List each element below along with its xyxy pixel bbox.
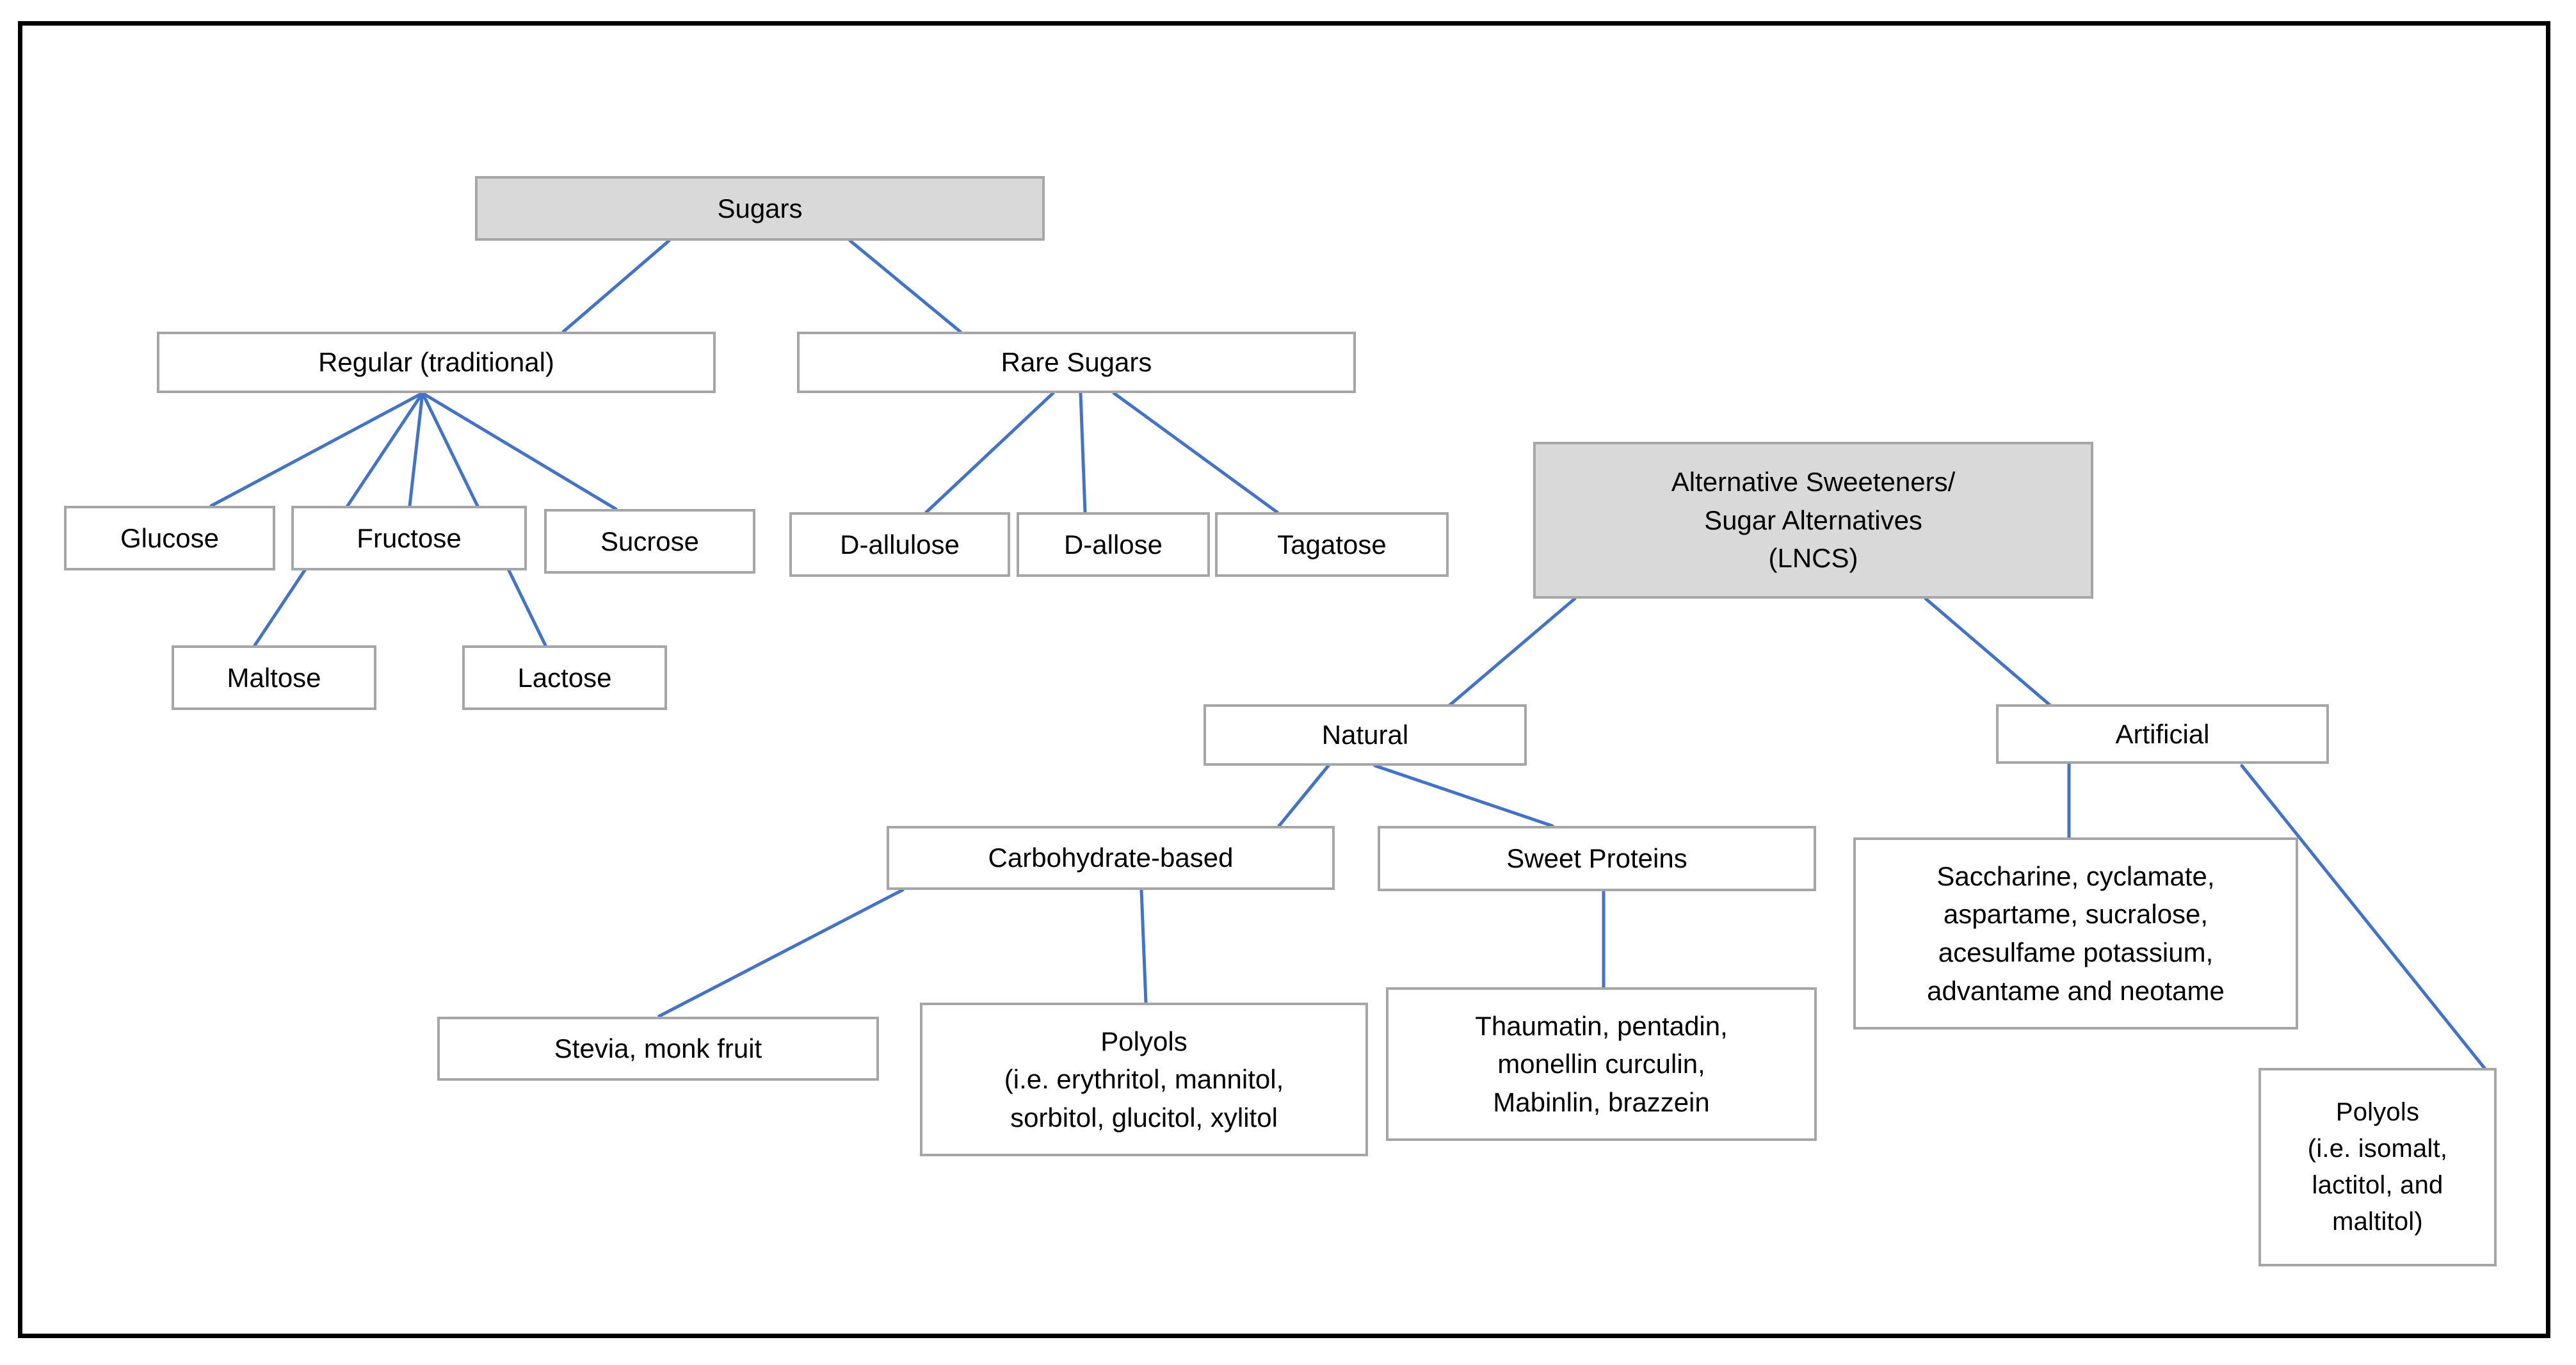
edge-sugars-regular: [561, 239, 671, 334]
node-d-allose-label: D-allose: [1063, 529, 1163, 560]
edge-alt-artificial: [1924, 597, 2070, 722]
node-polyols-artificial-label: Polyols (i.e. isomalt, lactitol, and mal…: [2307, 1098, 2448, 1236]
edge-rare-d-allulose: [924, 391, 1055, 514]
edge-natural-sweet-proteins: [1373, 764, 1554, 828]
edge-regular-sucrose: [421, 391, 618, 511]
node-alternative-sweeteners[interactable]: Alternative Sweeteners/ Sugar Alternativ…: [1533, 442, 2093, 599]
node-stevia-monk-fruit-label: Stevia, monk fruit: [554, 1033, 762, 1064]
node-polyols-artificial[interactable]: Polyols (i.e. isomalt, lactitol, and mal…: [2258, 1068, 2497, 1266]
node-natural-label: Natural: [1321, 720, 1409, 750]
node-regular-traditional[interactable]: Regular (traditional): [157, 332, 716, 393]
node-tagatose[interactable]: Tagatose: [1215, 512, 1449, 577]
node-artificial-list[interactable]: Saccharine, cyclamate, aspartame, sucral…: [1853, 837, 2298, 1030]
node-fructose-label: Fructose: [357, 522, 462, 553]
node-maltose-label: Maltose: [227, 662, 321, 693]
node-polyols-natural-label: Polyols (i.e. erythritol, mannitol, sorb…: [1004, 1026, 1284, 1133]
node-rare-sugars[interactable]: Rare Sugars: [797, 332, 1356, 393]
node-natural[interactable]: Natural: [1203, 704, 1527, 766]
node-sucrose[interactable]: Sucrose: [544, 509, 755, 574]
node-rare-sugars-label: Rare Sugars: [1001, 347, 1152, 378]
edge-carb-polyols: [1139, 888, 1148, 1005]
edge-sugars-rare-sugars: [848, 239, 962, 334]
edge-artificial-polyols: [2240, 764, 2488, 1072]
node-sucrose-label: Sucrose: [600, 526, 700, 556]
node-lactose[interactable]: Lactose: [462, 645, 667, 710]
edge-regular-glucose: [209, 391, 424, 508]
node-stevia-monk-fruit[interactable]: Stevia, monk fruit: [437, 1017, 879, 1081]
node-d-allulose[interactable]: D-allulose: [789, 512, 1010, 577]
node-artificial-list-label: Saccharine, cyclamate, aspartame, sucral…: [1927, 860, 2225, 1006]
node-glucose-label: Glucose: [120, 522, 220, 553]
node-lactose-label: Lactose: [517, 662, 612, 693]
edge-carb-stevia: [657, 888, 905, 1018]
node-sweet-proteins-label: Sweet Proteins: [1506, 843, 1687, 874]
node-sugars-label: Sugars: [717, 193, 803, 223]
node-carbohydrate-based-label: Carbohydrate-based: [988, 843, 1234, 873]
node-glucose[interactable]: Glucose: [64, 506, 275, 570]
node-sugars[interactable]: Sugars: [475, 176, 1045, 241]
node-d-allose[interactable]: D-allose: [1017, 512, 1210, 577]
node-alternative-sweeteners-label: Alternative Sweeteners/ Sugar Alternativ…: [1671, 467, 1956, 574]
edge-natural-carb: [1277, 764, 1330, 828]
node-tagatose-label: Tagatose: [1277, 529, 1387, 560]
node-artificial-label: Artificial: [2115, 718, 2210, 749]
node-sweet-proteins[interactable]: Sweet Proteins: [1378, 826, 1816, 891]
node-artificial[interactable]: Artificial: [1996, 704, 2329, 764]
edge-regular-fructose: [408, 391, 424, 508]
node-sweet-protein-list[interactable]: Thaumatin, pentadin, monellin curculin, …: [1386, 987, 1817, 1141]
edge-alt-natural: [1435, 597, 1577, 718]
node-d-allulose-label: D-allulose: [840, 529, 960, 560]
node-polyols-natural[interactable]: Polyols (i.e. erythritol, mannitol, sorb…: [920, 1003, 1368, 1156]
node-sweet-protein-list-label: Thaumatin, pentadin, monellin curculin, …: [1475, 1010, 1728, 1117]
node-regular-traditional-label: Regular (traditional): [318, 347, 554, 378]
node-fructose[interactable]: Fructose: [291, 506, 527, 570]
node-carbohydrate-based[interactable]: Carbohydrate-based: [887, 826, 1335, 890]
edge-rare-d-allose: [1079, 391, 1087, 514]
edge-rare-tagatose: [1112, 391, 1279, 514]
node-maltose[interactable]: Maltose: [172, 645, 376, 710]
